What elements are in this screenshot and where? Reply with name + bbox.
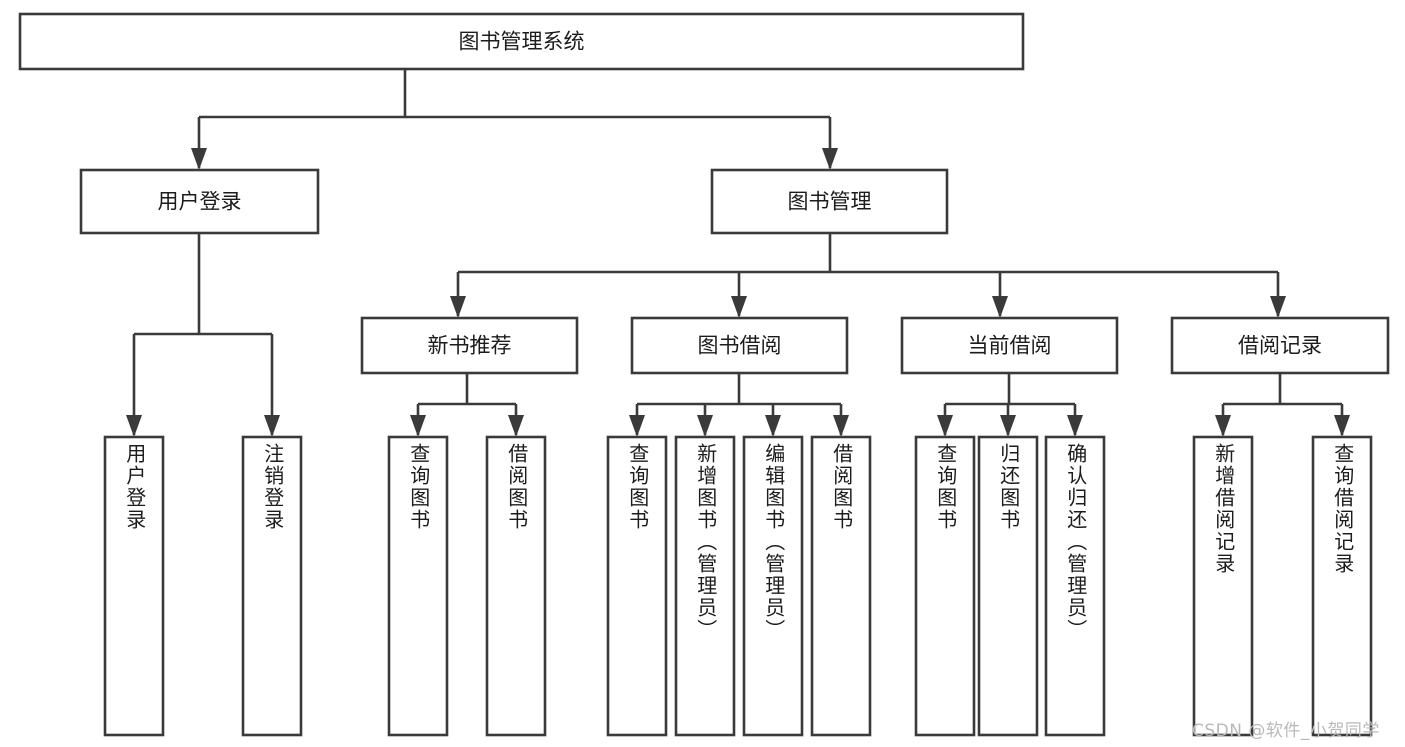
arrow-head-icon xyxy=(1215,415,1231,437)
level2-node-1-label: 图书借阅 xyxy=(698,334,782,358)
leaf-node-1-box[interactable] xyxy=(241,435,303,737)
arrow-head-icon xyxy=(765,415,781,437)
arrow-head-icon xyxy=(1000,415,1016,437)
arrow-head-icon xyxy=(410,415,426,437)
arrow-head-icon xyxy=(1067,415,1083,437)
arrow-head-icon xyxy=(126,415,142,437)
level2-node-3-box[interactable] xyxy=(1170,316,1390,375)
leaf-node-0-box[interactable] xyxy=(103,435,165,737)
arrow-head-icon xyxy=(450,296,466,318)
level1-node-0-label: 用户登录 xyxy=(158,190,242,214)
arrow-head-icon xyxy=(629,415,645,437)
leaf-node-7-box[interactable] xyxy=(810,435,872,737)
leaf-node-3-box[interactable] xyxy=(485,435,547,737)
leaf-node-2-box[interactable] xyxy=(387,435,449,737)
leaf-node-10-box[interactable] xyxy=(1044,435,1106,737)
level2-node-0-label: 新书推荐 xyxy=(428,334,512,358)
level1-node-1-box[interactable] xyxy=(710,168,949,235)
arrow-head-icon xyxy=(833,415,849,437)
arrow-head-icon xyxy=(191,148,207,170)
arrow-head-icon xyxy=(731,296,747,318)
root-node-label: 图书管理系统 xyxy=(459,30,585,54)
csdn-watermark: CSDN @软件_小贺同学 xyxy=(1192,721,1380,741)
level1-node-0-box[interactable] xyxy=(79,168,320,235)
arrow-head-icon xyxy=(264,415,280,437)
arrow-head-icon xyxy=(1270,296,1286,318)
arrow-head-icon xyxy=(822,148,838,170)
leaf-node-8-box[interactable] xyxy=(914,435,976,737)
leaf-node-5-box[interactable] xyxy=(674,435,736,737)
level2-node-2-label: 当前借阅 xyxy=(968,334,1052,358)
leaf-node-11-box[interactable] xyxy=(1192,435,1254,737)
level2-node-2-box[interactable] xyxy=(900,316,1119,375)
leaf-node-6-box[interactable] xyxy=(742,435,804,737)
leaf-node-4-box[interactable] xyxy=(606,435,668,737)
arrow-head-icon xyxy=(697,415,713,437)
root-node-box[interactable] xyxy=(18,12,1025,71)
arrow-head-icon xyxy=(508,415,524,437)
arrow-head-icon xyxy=(937,415,953,437)
leaf-node-12-box[interactable] xyxy=(1311,435,1373,737)
level2-node-1-box[interactable] xyxy=(630,316,849,375)
level1-node-1-label: 图书管理 xyxy=(788,190,872,214)
level2-node-3-label: 借阅记录 xyxy=(1238,334,1322,358)
arrow-head-icon xyxy=(1334,415,1350,437)
level2-node-0-box[interactable] xyxy=(360,316,579,375)
arrow-head-icon xyxy=(992,296,1008,318)
leaf-node-9-box[interactable] xyxy=(977,435,1039,737)
